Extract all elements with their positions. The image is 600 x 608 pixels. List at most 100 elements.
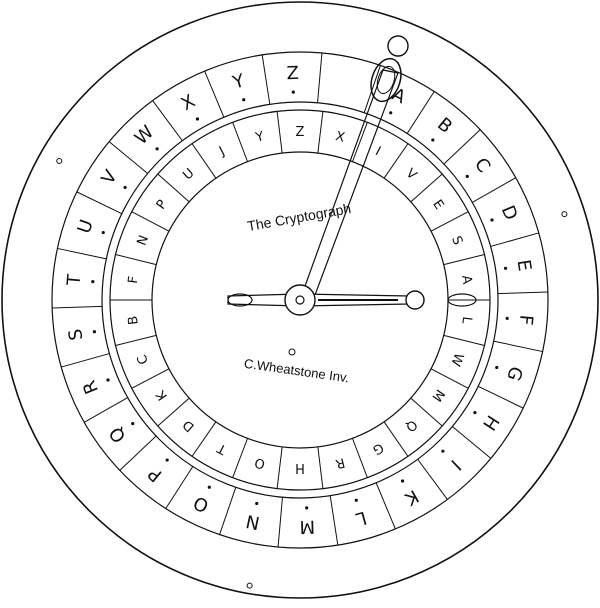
inner-divider bbox=[410, 173, 443, 203]
outer-letter: B bbox=[433, 114, 456, 138]
outer-tick-dot bbox=[490, 218, 494, 222]
inner-divider bbox=[276, 111, 283, 154]
rim-rivet bbox=[246, 582, 253, 589]
outer-divider bbox=[363, 65, 381, 113]
inner-divider bbox=[383, 143, 409, 179]
inventor-inscription: C.Wheatstone Inv. bbox=[243, 356, 350, 386]
outer-tick-dot bbox=[106, 378, 110, 382]
outer-letter: D bbox=[497, 202, 522, 223]
inner-divider bbox=[131, 368, 170, 389]
outer-tick-dot bbox=[155, 147, 159, 151]
inner-letter: L bbox=[458, 316, 474, 326]
inner-divider bbox=[352, 438, 368, 478]
outer-tick-dot bbox=[131, 422, 135, 426]
outer-divider bbox=[52, 305, 103, 309]
inner-divider bbox=[131, 211, 170, 232]
inner-letter: G bbox=[370, 439, 386, 457]
short-hand-tail bbox=[227, 293, 253, 307]
inner-letter: Y bbox=[253, 129, 265, 146]
outer-divider bbox=[261, 54, 271, 105]
outer-tick-dot bbox=[473, 410, 477, 415]
outer-tick-dot bbox=[255, 501, 259, 506]
outer-letter: U bbox=[74, 217, 98, 236]
device-title: The Cryptograph bbox=[246, 200, 352, 234]
inner-divider bbox=[317, 446, 324, 489]
outer-divider bbox=[497, 291, 548, 295]
inner-letter: V bbox=[403, 166, 420, 183]
outer-letter: K bbox=[400, 485, 422, 510]
outer-letter: Z bbox=[286, 63, 299, 84]
inner-divider bbox=[115, 254, 157, 266]
inner-letter: A bbox=[458, 274, 474, 285]
inner-letter: Q bbox=[402, 416, 420, 434]
inner-divider bbox=[115, 334, 157, 346]
outer-tick-dot bbox=[305, 506, 309, 510]
outer-divider bbox=[493, 340, 543, 353]
outer-tick-dot bbox=[505, 316, 509, 321]
outer-tick-dot bbox=[389, 111, 393, 115]
outer-divider bbox=[152, 100, 183, 142]
outer-letter: C bbox=[470, 154, 494, 177]
outer-letter: P bbox=[144, 463, 166, 486]
inner-letter: Z bbox=[296, 125, 305, 140]
outer-letter: W bbox=[131, 122, 159, 150]
outer-tick-dot bbox=[400, 479, 405, 483]
outer-divider bbox=[219, 487, 237, 535]
inner-letter: N bbox=[135, 233, 152, 247]
short-hand-knob[interactable] bbox=[405, 290, 425, 310]
inner-letter: W bbox=[447, 351, 466, 368]
outer-letter: O bbox=[190, 491, 212, 516]
center-pin bbox=[295, 295, 305, 305]
outer-letter: N bbox=[244, 510, 262, 533]
inner-letter: J bbox=[216, 144, 227, 160]
outer-divider bbox=[277, 497, 283, 548]
inner-letter: H bbox=[295, 460, 305, 475]
outer-ring-inner-edge bbox=[101, 101, 499, 499]
outer-divider bbox=[375, 482, 396, 530]
inner-letter: R bbox=[334, 454, 346, 471]
inner-divider bbox=[430, 211, 469, 232]
outer-letter: T bbox=[63, 273, 85, 288]
outer-tick-dot bbox=[242, 98, 246, 102]
outer-tick-dot bbox=[101, 230, 105, 235]
outer-letter: Q bbox=[105, 423, 130, 447]
outer-tick-dot bbox=[195, 117, 200, 121]
short-hand-tip bbox=[447, 293, 477, 307]
center-dot bbox=[288, 348, 296, 356]
outer-tick-dot bbox=[441, 449, 445, 453]
outer-divider bbox=[165, 466, 194, 509]
outer-tick-dot bbox=[291, 90, 295, 94]
inner-letter: S bbox=[448, 234, 465, 247]
inner-letter: E bbox=[429, 197, 446, 212]
outer-letter: R bbox=[79, 377, 103, 397]
inner-letter: O bbox=[253, 454, 267, 471]
outer-tick-dot bbox=[92, 330, 97, 334]
outer-divider bbox=[76, 191, 123, 215]
inner-letter: B bbox=[126, 315, 142, 326]
outer-divider bbox=[317, 52, 323, 103]
inner-letter: I bbox=[373, 144, 383, 159]
outer-letter: Y bbox=[230, 70, 248, 94]
short-hand[interactable] bbox=[227, 290, 477, 310]
inner-divider bbox=[157, 397, 190, 427]
inner-divider bbox=[157, 173, 190, 203]
outer-letter: H bbox=[478, 411, 503, 434]
inner-divider bbox=[317, 111, 324, 154]
inner-divider bbox=[276, 446, 283, 489]
outer-tick-dot bbox=[354, 498, 358, 502]
long-hand-knob[interactable] bbox=[387, 35, 409, 57]
outer-letter: X bbox=[178, 91, 199, 115]
inner-letter: K bbox=[153, 387, 170, 403]
inner-letter: P bbox=[154, 197, 171, 212]
long-hand-pointer-loop bbox=[370, 57, 402, 103]
outer-divider bbox=[108, 141, 148, 174]
outer-divider bbox=[83, 397, 128, 423]
long-hand[interactable] bbox=[299, 35, 409, 304]
rim-rivet bbox=[56, 158, 63, 164]
outer-divider bbox=[452, 426, 492, 459]
outer-letter: V bbox=[97, 166, 122, 188]
outer-tick-dot bbox=[91, 279, 95, 284]
